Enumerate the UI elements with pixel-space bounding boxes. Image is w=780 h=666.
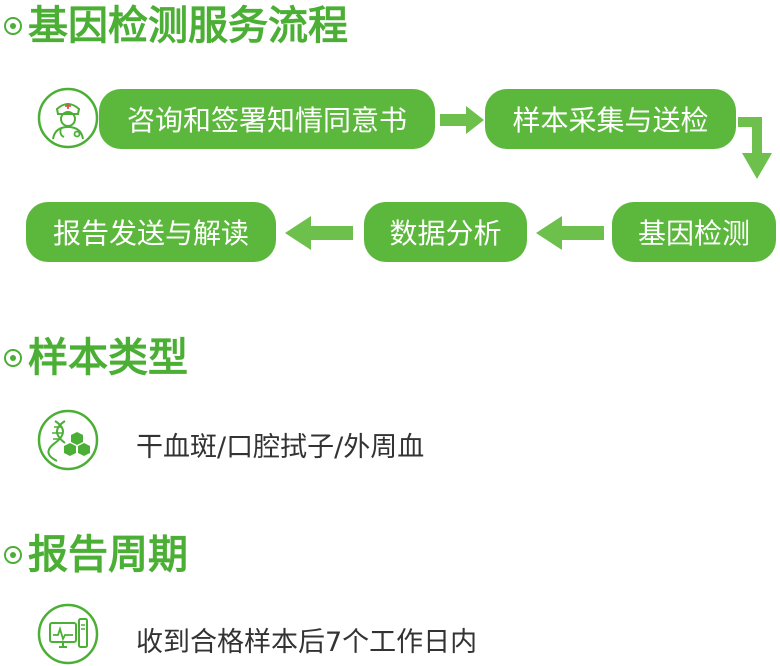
bullet-icon bbox=[4, 546, 22, 564]
dna-molecule-icon bbox=[37, 409, 99, 471]
arrow-left-icon bbox=[285, 216, 353, 250]
step-test: 基因检测 bbox=[612, 202, 776, 262]
process-title: 基因检测服务流程 bbox=[28, 3, 348, 49]
arrow-down-icon bbox=[738, 117, 772, 179]
sample-title: 样本类型 bbox=[28, 335, 188, 381]
report-heading: 报告周期 bbox=[4, 535, 188, 575]
doctor-icon bbox=[37, 87, 99, 149]
report-period: 收到合格样本后7个工作日内 bbox=[136, 627, 478, 658]
step-consent-label: 咨询和签署知情同意书 bbox=[126, 104, 407, 137]
step-report: 报告发送与解读 bbox=[26, 202, 276, 262]
step-consent: 咨询和签署知情同意书 bbox=[99, 89, 435, 149]
arrow-left-icon bbox=[536, 216, 604, 250]
sample-types: 干血斑/口腔拭子/外周血 bbox=[136, 432, 425, 463]
step-analysis-label: 数据分析 bbox=[389, 217, 502, 250]
step-analysis: 数据分析 bbox=[364, 202, 527, 262]
step-collect-label: 样本采集与送检 bbox=[512, 104, 709, 137]
bullet-icon bbox=[4, 17, 22, 35]
step-test-label: 基因检测 bbox=[637, 217, 750, 250]
report-title: 报告周期 bbox=[28, 532, 188, 578]
arrow-right-icon bbox=[440, 106, 484, 134]
bullet-icon bbox=[4, 349, 22, 367]
monitor-icon bbox=[37, 603, 99, 665]
step-collect: 样本采集与送检 bbox=[485, 89, 736, 149]
sample-heading: 样本类型 bbox=[4, 338, 188, 378]
process-heading: 基因检测服务流程 bbox=[4, 6, 348, 46]
step-report-label: 报告发送与解读 bbox=[52, 217, 249, 250]
